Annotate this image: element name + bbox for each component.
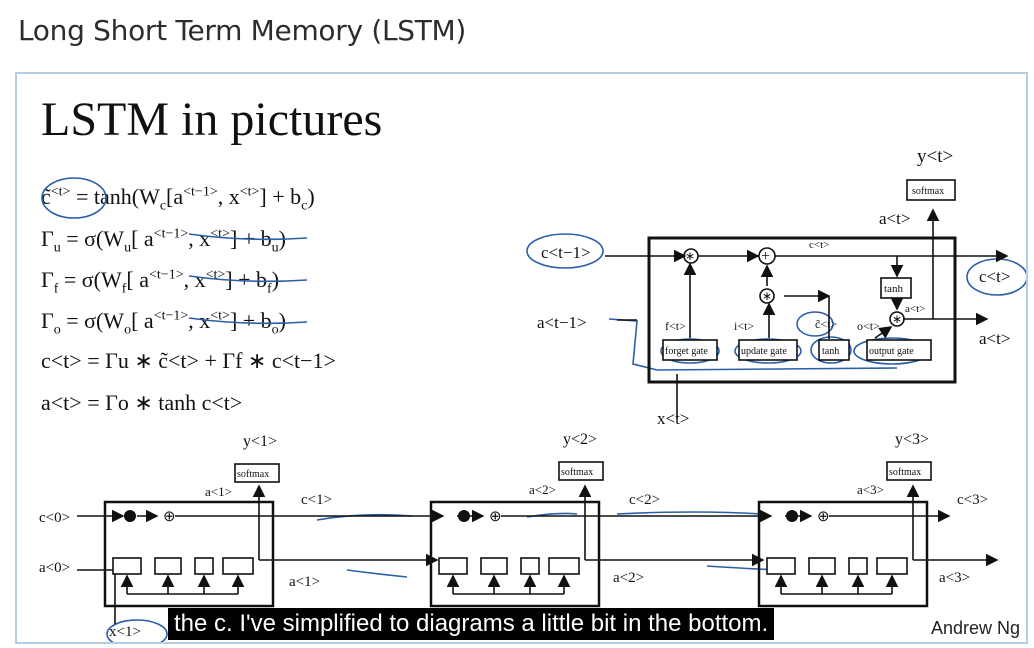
tanh-gate-box bbox=[818, 339, 850, 361]
label-output-gate: output gate bbox=[869, 346, 914, 357]
label-softmax-1: softmax bbox=[237, 469, 269, 480]
label-a-t-top: a<t> bbox=[879, 209, 910, 228]
add-node bbox=[758, 247, 776, 265]
label-softmax-3: softmax bbox=[889, 467, 921, 478]
circle-annotation bbox=[106, 619, 168, 642]
pen-annotations bbox=[41, 177, 1026, 642]
equation-candidate-cell: c̃<t> = tanh(Wc[a<t−1>, x<t>] + bc) bbox=[41, 184, 315, 214]
label-c1: c<1> bbox=[301, 492, 332, 508]
circle-annotation bbox=[526, 233, 604, 269]
slide-title: LSTM in pictures bbox=[41, 93, 383, 146]
label-y2: y<2> bbox=[563, 431, 597, 448]
chain-unit-1 bbox=[103, 500, 275, 608]
underline-annotation bbox=[188, 275, 308, 283]
svg-text:⊕: ⊕ bbox=[817, 509, 830, 525]
svg-text:⊕: ⊕ bbox=[163, 509, 176, 525]
slide-frame: LSTM in pictures c̃<t> = tanh(Wc[a<t−1>,… bbox=[15, 72, 1028, 644]
label-c3: c<3> bbox=[957, 492, 988, 508]
plus-symbol: + bbox=[761, 248, 770, 265]
output-gate-box bbox=[866, 339, 932, 361]
label-softmax-2: softmax bbox=[561, 467, 593, 478]
label-forget-gate: forget gate bbox=[665, 346, 708, 357]
circle-annotation bbox=[734, 338, 802, 364]
forget-gate-box bbox=[662, 339, 718, 361]
label-o-t: o<t> bbox=[857, 319, 880, 333]
star-symbol: ∗ bbox=[762, 289, 772, 303]
softmax-box bbox=[906, 179, 956, 201]
circle-annotation bbox=[660, 338, 720, 364]
tanh-box bbox=[880, 277, 912, 299]
chain-unit-3 bbox=[757, 500, 929, 608]
circle-annotation bbox=[41, 177, 107, 219]
underline-annotation bbox=[346, 569, 408, 578]
chain-unit-2 bbox=[429, 500, 601, 608]
label-i-t: i<t> bbox=[734, 319, 754, 333]
multiply-node bbox=[683, 248, 699, 264]
label-tanh: tanh bbox=[884, 283, 903, 295]
label-ct-t: c̃<t> bbox=[815, 317, 837, 331]
underline-annotation bbox=[188, 317, 308, 325]
circle-annotation bbox=[796, 311, 834, 337]
label-y1: y<1> bbox=[243, 433, 277, 450]
label-c-prev: c<t−1> bbox=[541, 243, 591, 262]
equation-activation: a<t> = Γo ∗ tanh c<t> bbox=[41, 390, 243, 415]
svg-text:⊕: ⊕ bbox=[489, 509, 502, 525]
lstm-cell-detailed bbox=[605, 179, 1009, 419]
label-a2-top: a<2> bbox=[529, 482, 556, 497]
equation-output-gate: Γo = σ(Wo[ a<t−1>, x<t>] + bo) bbox=[41, 308, 286, 338]
label-y-t: y<t> bbox=[917, 146, 953, 167]
cell-box bbox=[647, 236, 957, 384]
label-a3-top: a<3> bbox=[857, 482, 884, 497]
lstm-chain bbox=[77, 461, 999, 624]
multiply-node bbox=[889, 311, 905, 327]
author-credit: Andrew Ng bbox=[930, 618, 1020, 638]
label-a2-out: a<2> bbox=[613, 570, 644, 586]
label-a1-top: a<1> bbox=[205, 484, 232, 499]
label-softmax: softmax bbox=[912, 186, 944, 197]
star-symbol: ∗ bbox=[892, 312, 902, 326]
label-a-prev: a<t−1> bbox=[537, 313, 587, 332]
label-x-t: x<t> bbox=[657, 409, 689, 428]
label-f-t: f<t> bbox=[665, 319, 686, 333]
update-gate-box bbox=[738, 339, 798, 361]
label-a0: a<0> bbox=[39, 560, 70, 576]
equation-cell-state: c<t> = Γu ∗ c̃<t> + Γf ∗ c<t−1> bbox=[41, 348, 336, 373]
label-c2: c<2> bbox=[629, 492, 660, 508]
circle-annotation bbox=[810, 336, 852, 364]
label-a-next: a<t> bbox=[979, 329, 1010, 348]
label-tanh-gate: tanh bbox=[822, 346, 839, 357]
label-c-next: c<t> bbox=[979, 267, 1010, 286]
label-c-inner: c<t> bbox=[809, 239, 829, 251]
star-symbol: ∗ bbox=[685, 249, 695, 263]
label-a3-out: a<3> bbox=[939, 570, 970, 586]
label-a-t-inner: a<t> bbox=[905, 303, 925, 315]
course-title: Long Short Term Memory (LSTM) bbox=[18, 14, 467, 47]
underline-annotation bbox=[616, 511, 778, 571]
lstm-diagram: ∗ ∗ ∗ + c<t−1> a<t−1> x<t> c<t> a<t> c<t… bbox=[39, 146, 1026, 642]
multiply-node bbox=[759, 288, 775, 304]
label-y3: y<3> bbox=[895, 431, 929, 448]
label-a1-out: a<1> bbox=[289, 574, 320, 590]
label-c0: c<0> bbox=[39, 510, 70, 526]
underline-annotation bbox=[188, 233, 308, 241]
label-x1: x<1> bbox=[109, 624, 141, 640]
label-update-gate: update gate bbox=[741, 346, 787, 357]
video-caption: the c. I've simplified to diagrams a lit… bbox=[168, 608, 775, 640]
